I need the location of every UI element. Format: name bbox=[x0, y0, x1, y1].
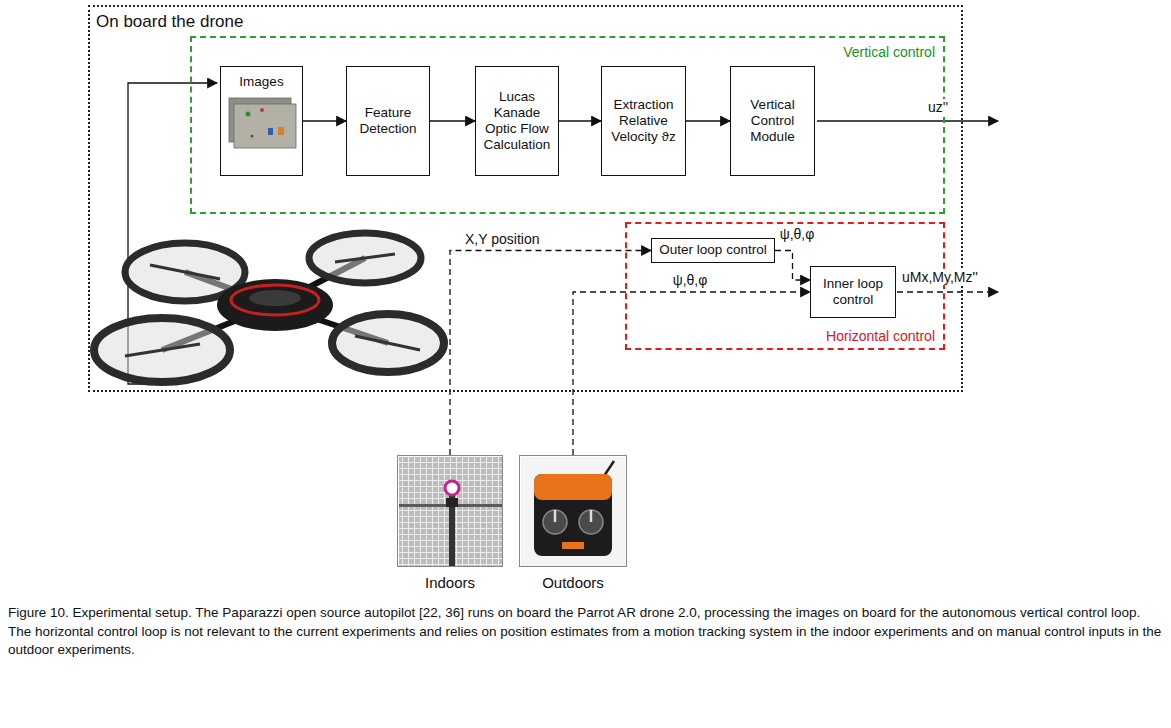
box-label: Inner loop control bbox=[814, 276, 892, 308]
flow-arrow bbox=[686, 120, 730, 121]
flow-arrow bbox=[430, 120, 475, 121]
drone-body bbox=[217, 279, 333, 331]
marker-mount bbox=[446, 498, 458, 507]
net-background bbox=[399, 457, 502, 566]
floor-spot bbox=[250, 134, 253, 137]
photo-frame: Indoors bbox=[397, 455, 503, 567]
propeller bbox=[355, 336, 420, 350]
flow-arrow bbox=[559, 120, 601, 121]
rotor-hull bbox=[332, 314, 444, 372]
drone-hatch bbox=[249, 290, 301, 306]
tracking-marker bbox=[445, 481, 459, 495]
antenna bbox=[604, 461, 614, 476]
rotor-hull bbox=[309, 233, 421, 283]
transmitter-body bbox=[534, 474, 612, 556]
flow-arrow bbox=[573, 292, 810, 455]
flow-arrow bbox=[303, 120, 346, 121]
process-box: Images bbox=[220, 66, 303, 176]
box-label: Outer loop control bbox=[659, 242, 766, 258]
control-stick bbox=[590, 510, 593, 522]
region-title: On board the drone bbox=[96, 12, 243, 32]
flow-arrow bbox=[775, 251, 810, 281]
signal-label: X,Y position bbox=[463, 231, 541, 247]
propeller bbox=[150, 265, 220, 279]
flow-arrow bbox=[450, 251, 651, 456]
box-label: Extraction Relative Velocity ϑz bbox=[605, 97, 682, 146]
floor-spot bbox=[246, 112, 251, 117]
photo-frame: Outdoors bbox=[519, 455, 627, 567]
image-frame bbox=[234, 104, 296, 148]
process-box: Feature Detection bbox=[346, 66, 430, 176]
transmitter-top bbox=[534, 474, 612, 500]
process-box: Lucas Kanade Optic Flow Calculation bbox=[475, 66, 559, 176]
process-box: Extraction Relative Velocity ϑz bbox=[601, 66, 686, 176]
drone-illustration bbox=[94, 233, 444, 382]
indoor-photo bbox=[399, 457, 502, 566]
photo-caption: Outdoors bbox=[490, 574, 656, 591]
drone-stripe bbox=[231, 285, 319, 315]
control-stick bbox=[554, 510, 557, 522]
floor-spot bbox=[278, 127, 284, 135]
box-label: Feature Detection bbox=[350, 105, 426, 137]
stick-gimbal bbox=[543, 510, 567, 534]
output-signal: uMx,My,Mz'' bbox=[900, 269, 980, 285]
signal-label: ψ,θ,φ bbox=[778, 226, 817, 242]
group-title: Horizontal control bbox=[826, 328, 935, 344]
image-thumbnail bbox=[229, 98, 296, 148]
output-arrow bbox=[817, 120, 998, 121]
photo-caption: Indoors bbox=[368, 574, 532, 591]
onboard-region: ImagesFeature Detection Lucas Kanade Opti… bbox=[88, 5, 963, 392]
stick-gimbal bbox=[579, 510, 603, 534]
floor-spot bbox=[268, 128, 273, 135]
propeller bbox=[335, 254, 395, 262]
box-label: Vertical Control Module bbox=[734, 97, 811, 146]
control-box: Outer loop control bbox=[651, 238, 775, 263]
transmitter-badge bbox=[562, 542, 584, 549]
figure-caption: Figure 10. Experimental setup. The Papar… bbox=[8, 604, 1163, 660]
output-signal: uz'' bbox=[926, 99, 950, 115]
rotor-hull bbox=[94, 318, 230, 382]
signal-label: ψ,θ,φ bbox=[671, 272, 710, 288]
control-box: Inner loop control bbox=[810, 266, 896, 318]
floor-spot bbox=[260, 108, 264, 112]
propeller bbox=[125, 344, 200, 356]
rc-transmitter bbox=[521, 457, 625, 566]
output-arrow bbox=[897, 291, 998, 292]
box-label: Images bbox=[239, 74, 283, 90]
vertical-control-group: ImagesFeature Detection Lucas Kanade Opti… bbox=[190, 36, 945, 214]
process-box: Vertical Control Module bbox=[730, 66, 815, 176]
box-label: Lucas Kanade Optic Flow Calculation bbox=[479, 89, 555, 154]
photo-ground bbox=[521, 457, 625, 566]
group-title: Vertical control bbox=[843, 44, 935, 60]
